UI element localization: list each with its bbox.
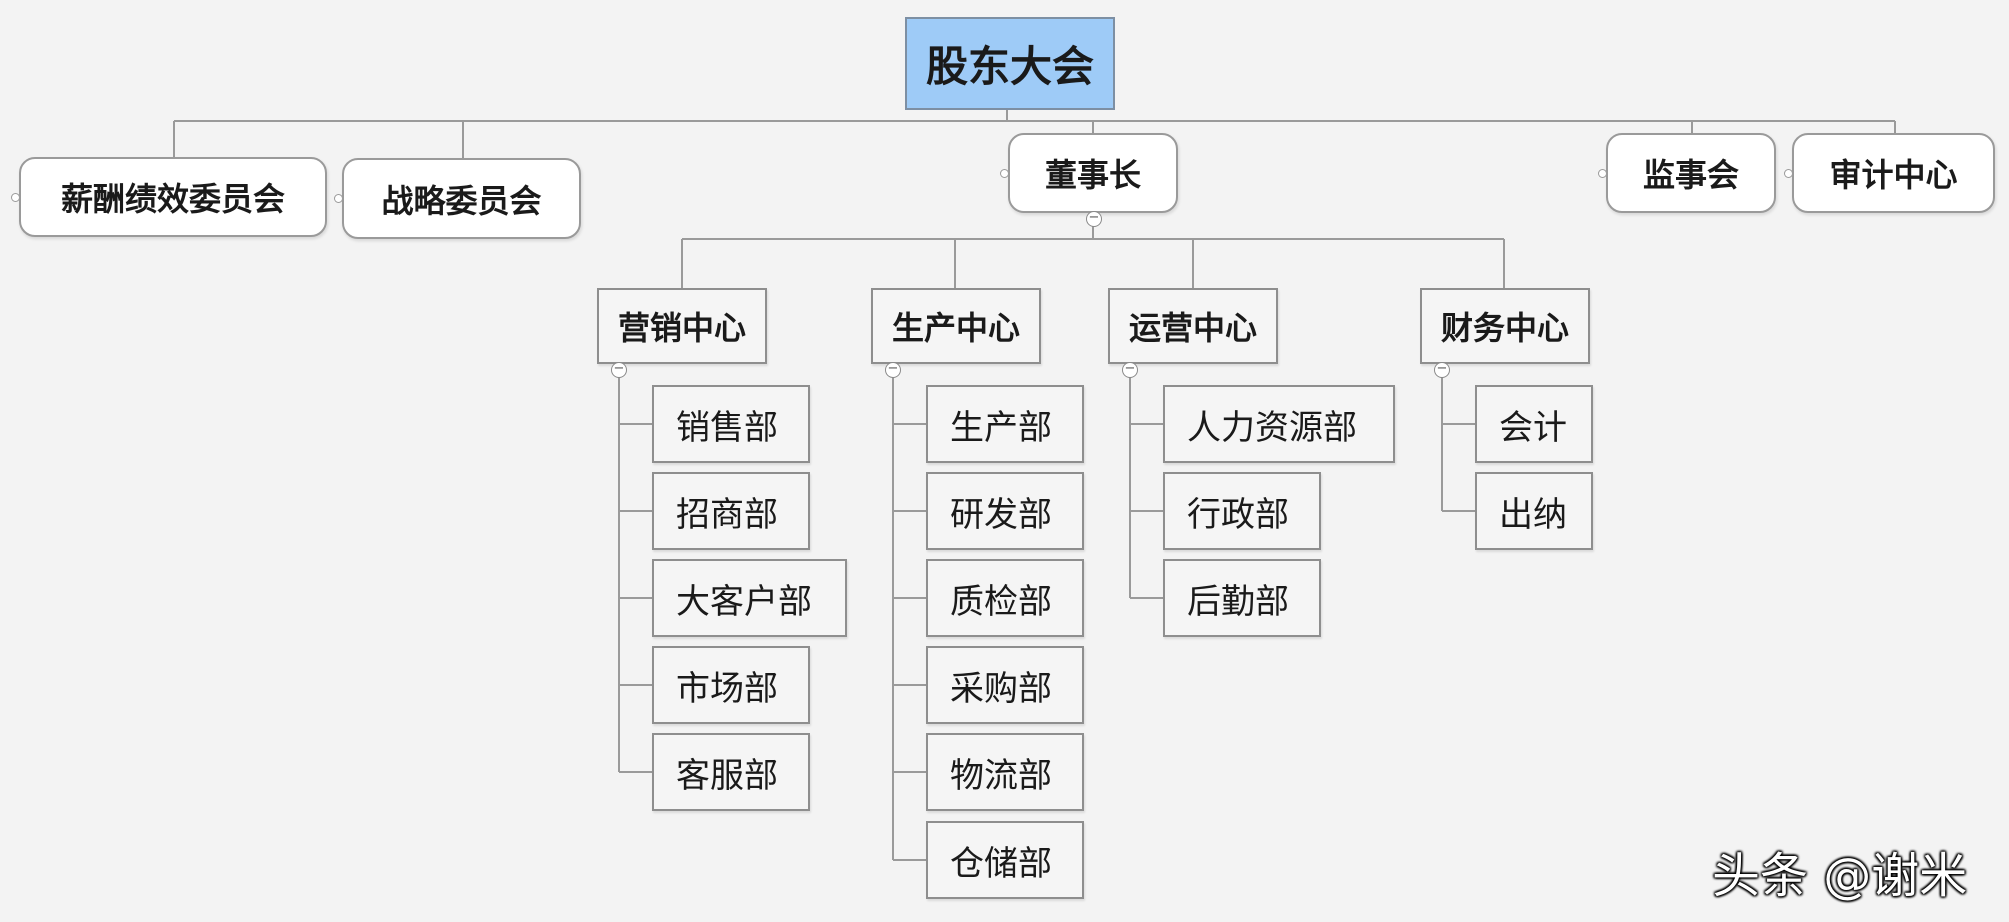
collapse-toggle-icon[interactable]: − xyxy=(611,362,627,378)
department-node[interactable]: 招商部 xyxy=(652,472,810,550)
department-label: 招商部 xyxy=(676,494,778,535)
department-node[interactable]: 采购部 xyxy=(926,646,1084,724)
center-label: 营销中心 xyxy=(617,309,746,347)
audit-center-node[interactable]: 审计中心 xyxy=(1792,133,1995,213)
department-node[interactable]: 销售部 xyxy=(652,385,810,463)
center-node-production[interactable]: 生产中心 xyxy=(871,288,1041,364)
department-node[interactable]: 客服部 xyxy=(652,733,810,811)
department-node[interactable]: 仓储部 xyxy=(926,821,1084,899)
committee-label: 战略委员会 xyxy=(381,181,542,220)
department-label: 人力资源部 xyxy=(1187,407,1357,448)
department-node[interactable]: 质检部 xyxy=(926,559,1084,637)
supervisory-board-node[interactable]: 监事会 xyxy=(1606,133,1776,213)
watermark-text: 头条 @谢米 xyxy=(1712,848,1968,904)
committee-label: 薪酬绩效委员会 xyxy=(60,180,285,218)
root-label: 股东大会 xyxy=(925,42,1094,91)
center-node-marketing[interactable]: 营销中心 xyxy=(597,288,767,364)
department-label: 客服部 xyxy=(676,755,778,796)
committee-node[interactable]: 战略委员会 xyxy=(342,158,581,239)
department-node[interactable]: 后勤部 xyxy=(1163,559,1321,637)
collapse-toggle-icon[interactable]: − xyxy=(1434,362,1450,378)
collapsed-handle-icon[interactable] xyxy=(11,193,20,202)
department-label: 质检部 xyxy=(950,581,1052,622)
department-node[interactable]: 会计 xyxy=(1475,385,1593,463)
chairman-node[interactable]: 董事长 xyxy=(1008,133,1178,213)
center-label: 运营中心 xyxy=(1128,309,1257,347)
chairman-label: 董事长 xyxy=(1044,156,1141,194)
center-label: 财务中心 xyxy=(1440,309,1569,347)
department-label: 仓储部 xyxy=(950,843,1052,884)
root-node[interactable]: 股东大会 xyxy=(905,17,1115,110)
department-label: 物流部 xyxy=(950,755,1052,796)
department-node[interactable]: 生产部 xyxy=(926,385,1084,463)
collapse-toggle-icon[interactable]: − xyxy=(1122,362,1138,378)
committee-node[interactable]: 薪酬绩效委员会 xyxy=(19,157,327,237)
center-node-operations[interactable]: 运营中心 xyxy=(1108,288,1278,364)
collapsed-handle-icon[interactable] xyxy=(1598,169,1607,178)
department-label: 生产部 xyxy=(950,407,1052,448)
department-node[interactable]: 研发部 xyxy=(926,472,1084,550)
center-label: 生产中心 xyxy=(891,309,1020,347)
department-node[interactable]: 行政部 xyxy=(1163,472,1321,550)
department-label: 研发部 xyxy=(950,494,1052,535)
department-label: 出纳 xyxy=(1499,494,1567,535)
center-node-finance[interactable]: 财务中心 xyxy=(1420,288,1590,364)
department-node[interactable]: 人力资源部 xyxy=(1163,385,1395,463)
department-node[interactable]: 物流部 xyxy=(926,733,1084,811)
collapse-toggle-icon[interactable]: − xyxy=(1086,211,1102,227)
collapsed-handle-icon[interactable] xyxy=(334,194,343,203)
department-label: 销售部 xyxy=(676,407,778,448)
department-label: 行政部 xyxy=(1187,494,1289,535)
department-node[interactable]: 出纳 xyxy=(1475,472,1593,550)
department-label: 市场部 xyxy=(676,668,778,709)
collapse-toggle-icon[interactable]: − xyxy=(885,362,901,378)
department-label: 后勤部 xyxy=(1187,581,1289,622)
department-node[interactable]: 市场部 xyxy=(652,646,810,724)
supervisory-board-label: 监事会 xyxy=(1642,156,1739,194)
collapsed-handle-icon[interactable] xyxy=(1784,169,1793,178)
department-label: 会计 xyxy=(1499,407,1567,448)
collapsed-handle-icon[interactable] xyxy=(1000,169,1009,178)
department-node[interactable]: 大客户部 xyxy=(652,559,847,637)
audit-center-label: 审计中心 xyxy=(1829,156,1958,194)
department-label: 采购部 xyxy=(950,668,1052,709)
department-label: 大客户部 xyxy=(676,581,812,622)
